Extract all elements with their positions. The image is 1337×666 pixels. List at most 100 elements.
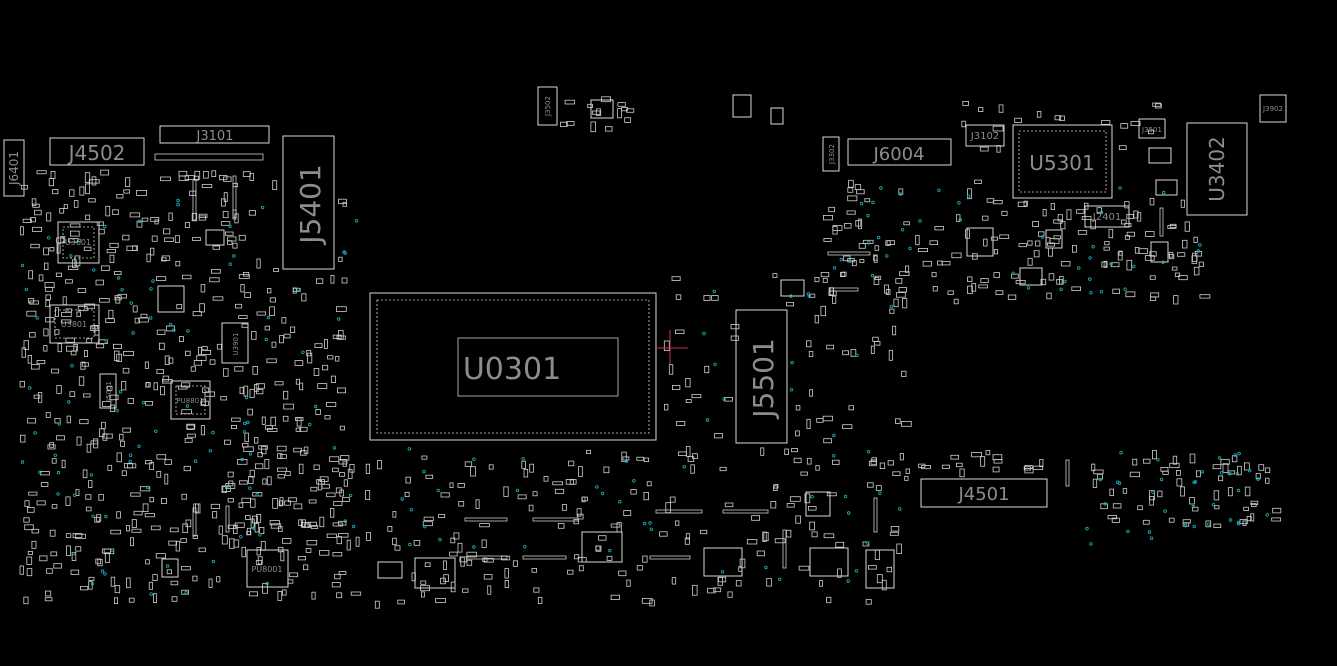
smd-pad — [124, 462, 134, 469]
smd-pad — [826, 596, 832, 604]
smd-pad — [186, 424, 195, 431]
component-j5501[interactable]: J5501 — [735, 309, 788, 444]
component-pu8001[interactable]: PU8001 — [246, 549, 289, 588]
component-u3801[interactable]: U3801 — [49, 304, 100, 344]
smd-pad — [1017, 201, 1027, 208]
via — [918, 219, 922, 223]
smd-pad — [185, 519, 192, 528]
component-u5301[interactable]: U5301 — [1012, 124, 1113, 199]
smd-pad — [80, 586, 89, 591]
smd-pad — [339, 472, 345, 477]
via — [521, 457, 525, 461]
small-part-outline[interactable] — [1148, 147, 1172, 164]
smd-pad — [565, 478, 577, 485]
ic-package[interactable] — [809, 547, 849, 577]
component-u3901[interactable]: U3901 — [221, 322, 249, 364]
component-pu8801[interactable]: PU8801 — [170, 380, 211, 420]
smd-pad — [603, 466, 610, 474]
smd-pad — [178, 336, 184, 342]
via — [149, 287, 153, 291]
ic-package[interactable] — [157, 285, 185, 313]
component-u3402[interactable]: U3402 — [1186, 122, 1248, 216]
smd-pad — [1265, 477, 1270, 484]
component-label: J6004 — [872, 144, 924, 165]
small-part-outline[interactable] — [732, 94, 752, 118]
smd-pad — [795, 405, 801, 411]
component-j5001[interactable]: J5001 — [99, 373, 117, 409]
component-j3101[interactable]: J3101 — [154, 125, 270, 161]
smd-pad — [1242, 520, 1247, 526]
component-j4501[interactable]: J4501 — [920, 478, 1048, 508]
smd-pad — [475, 499, 480, 509]
smd-pad — [1032, 465, 1044, 470]
smd-pad — [161, 257, 167, 262]
smd-pad — [1189, 497, 1195, 505]
smd-pad — [840, 272, 846, 277]
smd-pad — [164, 237, 174, 242]
smd-pad — [254, 463, 264, 470]
smd-pad — [1112, 288, 1120, 295]
small-part-outline[interactable] — [205, 229, 225, 246]
small-part-outline[interactable] — [590, 99, 614, 119]
smd-pad — [306, 540, 318, 546]
smd-pad — [256, 547, 261, 556]
smd-pad — [567, 569, 574, 575]
smd-pad — [329, 456, 340, 462]
smd-pad — [177, 385, 188, 390]
smd-pad — [122, 234, 130, 241]
smd-pad — [332, 552, 343, 557]
via — [682, 465, 686, 469]
via — [595, 485, 599, 489]
small-part-outline[interactable] — [161, 558, 179, 578]
component-j3502[interactable]: J3502 — [537, 86, 558, 126]
small-part-outline[interactable] — [1019, 267, 1043, 286]
ic-package[interactable] — [581, 531, 623, 563]
smd-pad — [995, 290, 1004, 296]
small-part-outline[interactable] — [377, 561, 403, 579]
smd-pad — [376, 460, 382, 470]
component-u0301[interactable]: U0301 — [369, 292, 657, 441]
component-j3102[interactable]: J3102 — [965, 124, 1005, 147]
via — [141, 400, 146, 405]
smd-pad — [1138, 248, 1149, 254]
smd-pad — [194, 170, 201, 180]
smd-pad — [43, 247, 49, 256]
via — [1123, 287, 1127, 291]
via — [348, 493, 353, 498]
smd-pad — [1213, 523, 1222, 528]
smd-pad — [413, 540, 421, 546]
component-label: U3901 — [232, 333, 240, 356]
smd-pad — [68, 265, 79, 270]
component-j6004[interactable]: J6004 — [847, 138, 952, 166]
component-label: PU8001 — [251, 565, 282, 574]
component-j3302[interactable]: J3302 — [822, 136, 840, 172]
smd-pad — [183, 465, 191, 472]
component-j3501[interactable]: J3501 — [1138, 118, 1166, 139]
via — [1265, 513, 1269, 517]
component-j6401[interactable]: J6401 — [3, 139, 25, 197]
smd-pad — [190, 366, 196, 372]
small-part-outline[interactable] — [780, 279, 805, 297]
smd-pad — [208, 578, 213, 588]
smd-pad — [126, 245, 137, 251]
component-j3902[interactable]: J3902 — [1259, 94, 1287, 123]
via — [422, 469, 426, 474]
small-part-outline[interactable] — [1155, 179, 1178, 196]
smd-pad — [209, 359, 216, 365]
component-j5401[interactable]: J5401 — [282, 135, 335, 270]
smd-pad — [470, 466, 476, 477]
ic-package[interactable] — [966, 227, 994, 257]
via — [1109, 262, 1113, 266]
via — [266, 315, 271, 320]
smd-pad — [155, 553, 166, 559]
small-part-outline[interactable] — [770, 107, 784, 125]
smd-pad — [630, 489, 637, 495]
smd-pad — [251, 515, 258, 524]
smd-pad — [1152, 102, 1161, 107]
ic-package[interactable] — [703, 547, 743, 577]
ic-package[interactable] — [805, 491, 831, 517]
smd-pad — [339, 455, 350, 461]
component-j4502[interactable]: J4502 — [49, 137, 145, 166]
smd-pad — [1244, 462, 1250, 471]
